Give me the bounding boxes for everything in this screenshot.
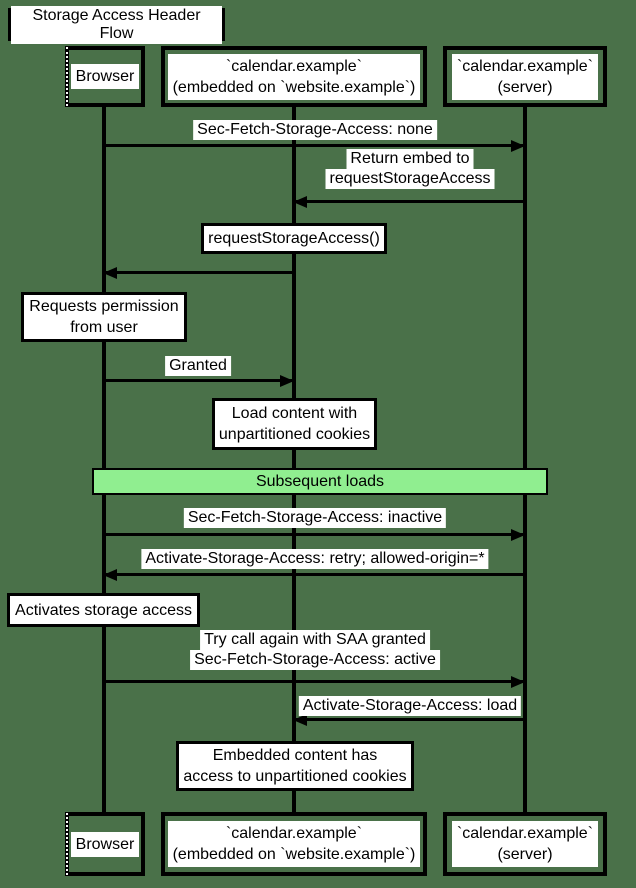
message-arrow <box>104 379 294 382</box>
message-arrow <box>294 200 525 203</box>
participant-label-browser: Browser <box>70 831 140 857</box>
participant-label-embed: `calendar.example` (embedded on `website… <box>167 821 421 867</box>
message-label-line: Granted <box>165 356 231 376</box>
message-label-line: Sec-Fetch-Storage-Access: inactive <box>183 508 447 528</box>
arrowhead-icon <box>511 529 525 541</box>
diagram-title: Storage Access Header Flow <box>11 5 222 44</box>
message-label: Sec-Fetch-Storage-Access: none <box>193 120 437 140</box>
participant-label-line: (server) <box>497 78 553 96</box>
note-embedded-content-access: Embedded content has access to unpartiti… <box>176 741 414 791</box>
participant-label-line: `calendar.example` <box>225 57 363 75</box>
participant-label-line: `calendar.example` <box>225 825 363 842</box>
message-arrow <box>104 144 525 147</box>
lifeline-embed <box>292 107 296 812</box>
arrowhead-icon <box>280 375 294 387</box>
message-label-line: Return embed to <box>346 149 474 169</box>
arrowhead-icon <box>293 714 307 726</box>
note-activates-storage-access: Activates storage access <box>7 593 200 627</box>
arrowhead-icon <box>293 196 307 208</box>
message-arrow <box>294 718 525 721</box>
arrowhead-icon <box>511 676 525 688</box>
note-line: access to unpartitioned cookies <box>183 768 407 785</box>
note-line: Activates storage access <box>15 601 192 619</box>
participant-label-line: Browser <box>75 68 135 85</box>
message-label: Sec-Fetch-Storage-Access: inactive <box>183 508 447 528</box>
separator-label: Subsequent loads <box>255 472 385 490</box>
participant-label-line: Browser <box>75 835 135 853</box>
participant-label-browser: Browser <box>70 64 140 89</box>
participant-label-server: `calendar.example` (server) <box>451 53 599 100</box>
arrowhead-icon <box>103 569 117 581</box>
participant-label-line: (server) <box>497 846 553 863</box>
diagram-title-box: Storage Access Header Flow <box>8 5 225 44</box>
note-requests-permission: Requests permission from user <box>21 292 187 342</box>
participant-label-line: `calendar.example` <box>456 825 594 842</box>
participant-box-browser-top: Browser <box>65 46 145 107</box>
message-label: Try call again with SAA granted Sec-Fetc… <box>190 630 440 670</box>
message-label-line: Sec-Fetch-Storage-Access: active <box>190 650 440 670</box>
participant-box-server-bottom: `calendar.example` (server) <box>443 812 607 876</box>
note-request-storage-access: requestStorageAccess() <box>201 223 387 254</box>
participant-box-browser-bottom: Browser <box>65 812 145 876</box>
message-label-line: Activate-Storage-Access: load <box>298 696 522 716</box>
message-label: Activate-Storage-Access: load <box>298 696 522 716</box>
participant-label-line: `calendar.example` <box>456 57 594 75</box>
participant-label-embed: `calendar.example` (embedded on `website… <box>167 53 421 100</box>
note-line: requestStorageAccess() <box>208 230 380 247</box>
lifeline-server <box>523 107 527 812</box>
message-label-line: Try call again with SAA granted <box>200 630 430 650</box>
message-arrow <box>104 573 525 576</box>
participant-label-server: `calendar.example` (server) <box>451 821 599 867</box>
separator-subsequent-loads: Subsequent loads <box>92 468 548 495</box>
message-arrow <box>104 533 525 536</box>
message-arrow <box>104 680 525 683</box>
arrowhead-icon <box>103 267 117 279</box>
message-label: Granted <box>165 356 231 376</box>
participant-label-line: (embedded on `website.example`) <box>172 846 416 863</box>
message-label: Return embed to requestStorageAccess <box>325 149 495 189</box>
message-arrow <box>104 271 294 274</box>
participant-box-embed-top: `calendar.example` (embedded on `website… <box>161 46 427 107</box>
participant-box-embed-bottom: `calendar.example` (embedded on `website… <box>161 812 427 876</box>
participant-box-server-top: `calendar.example` (server) <box>443 46 607 107</box>
note-line: from user <box>70 319 138 336</box>
message-label-line: requestStorageAccess <box>325 169 495 189</box>
note-line: Embedded content has <box>212 747 378 764</box>
message-label-line: Sec-Fetch-Storage-Access: none <box>193 120 437 140</box>
note-line: unpartitioned cookies <box>218 426 371 443</box>
note-line: Requests permission <box>29 298 179 315</box>
participant-label-line: (embedded on `website.example`) <box>172 78 416 96</box>
lifeline-browser <box>102 107 106 812</box>
message-label-line: Activate-Storage-Access: retry; allowed-… <box>141 549 489 569</box>
message-label: Activate-Storage-Access: retry; allowed-… <box>141 549 489 569</box>
arrowhead-icon <box>511 140 525 152</box>
note-line: Load content with <box>231 405 358 422</box>
note-load-content: Load content with unpartitioned cookies <box>212 398 377 450</box>
